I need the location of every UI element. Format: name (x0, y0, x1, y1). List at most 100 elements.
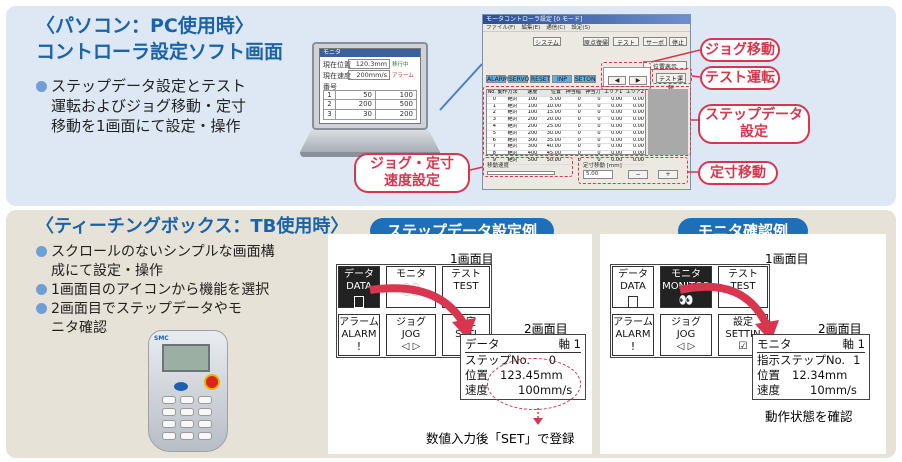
grid-cell[interactable]: 3 (492, 117, 496, 123)
grid-cell[interactable]: 100 (527, 103, 538, 109)
grid-cell[interactable]: 0.00 (632, 151, 644, 157)
tb-emergency-stop-icon[interactable] (204, 374, 220, 390)
grid-cell[interactable]: 0.00 (632, 96, 644, 102)
grid-cell[interactable]: 0.00 (611, 144, 623, 150)
grid-cell[interactable]: 9 (492, 157, 496, 163)
tb-key[interactable] (162, 420, 176, 428)
grid-cell[interactable]: 300 (527, 137, 538, 143)
grid-cell[interactable]: 0 (597, 110, 601, 116)
grid-cell[interactable]: 0 (577, 144, 581, 150)
grid-cell[interactable]: 6 (492, 137, 496, 143)
grid-cell[interactable]: 0 (492, 96, 496, 102)
grid-cell[interactable]: 0 (577, 157, 581, 163)
grid-cell[interactable]: 0 (577, 137, 581, 143)
grid-cell[interactable]: 0 (597, 144, 601, 150)
grid-cell[interactable]: 200 (527, 123, 538, 129)
jog-speed-slider[interactable] (487, 171, 555, 175)
grid-cell[interactable]: 300 (527, 144, 538, 150)
grid-cell[interactable]: 4 (492, 123, 496, 129)
grid-cell[interactable]: 絶対 (507, 137, 518, 143)
grid-cell[interactable]: 0.00 (611, 137, 623, 143)
grid-cell[interactable]: 0 (597, 103, 601, 109)
grid-cell[interactable]: 20.00 (546, 117, 562, 123)
jog-left-button[interactable]: ◀ (608, 76, 626, 85)
grid-cell[interactable]: 40.00 (546, 144, 562, 150)
jog-right-button[interactable]: ▶ (629, 76, 647, 85)
tb-key[interactable] (180, 432, 194, 440)
grid-cell[interactable]: 0 (597, 157, 601, 163)
grid-cell[interactable]: 絶対 (507, 117, 518, 123)
test-run-button[interactable]: テスト運転 (656, 73, 686, 92)
grid-cell[interactable]: 0.00 (632, 103, 644, 109)
grid-cell[interactable]: 0.00 (632, 110, 644, 116)
grid-cell[interactable]: 0 (597, 137, 601, 143)
tb-key[interactable] (198, 420, 212, 428)
grid-cell[interactable]: 100 (527, 110, 538, 116)
grid-cell[interactable]: 0.00 (632, 123, 644, 129)
grid-cell[interactable]: 8 (492, 151, 496, 157)
grid-cell[interactable]: 絶対 (507, 130, 518, 136)
grid-cell[interactable]: 0.00 (632, 130, 644, 136)
grid-cell[interactable]: 0 (597, 130, 601, 136)
tb-key[interactable] (162, 432, 176, 440)
tb-key[interactable] (198, 432, 212, 440)
grid-cell[interactable]: 0.00 (611, 96, 623, 102)
grid-cell[interactable]: 500 (527, 157, 538, 163)
grid-cell[interactable]: 2 (492, 110, 496, 116)
grid-cell[interactable]: 200 (527, 130, 538, 136)
grid-cell[interactable]: 0 (577, 96, 581, 102)
grid-cell[interactable]: 0.00 (611, 117, 623, 123)
grid-cell[interactable]: 7 (492, 144, 496, 150)
grid-cell[interactable]: 5 (492, 130, 496, 136)
fixed-move-minus-button[interactable]: − (628, 170, 648, 179)
menu-settings[interactable]: 設定(S) (571, 25, 591, 31)
grid-cell[interactable]: 25.00 (546, 123, 562, 129)
grid-cell[interactable]: 35.00 (546, 137, 562, 143)
tb-key[interactable] (162, 408, 176, 416)
test-button[interactable]: テスト (613, 37, 639, 47)
grid-cell[interactable]: 0.00 (632, 157, 644, 163)
grid-cell[interactable]: 400 (527, 151, 538, 157)
grid-cell[interactable]: 1 (492, 103, 496, 109)
tb-key[interactable] (180, 420, 194, 428)
grid-cell[interactable]: 0.00 (632, 137, 644, 143)
grid-cell[interactable]: 15.00 (546, 110, 562, 116)
menu-comm[interactable]: 通信(C) (546, 25, 566, 31)
grid-cell[interactable]: 5.00 (549, 96, 562, 102)
tb-key[interactable] (180, 396, 194, 404)
grid-cell[interactable]: 0 (577, 151, 581, 157)
grid-cell[interactable]: 0 (597, 123, 601, 129)
grid-cell[interactable]: 10.00 (546, 103, 562, 109)
homing-button[interactable]: 原点復帰 (583, 37, 609, 47)
grid-cell[interactable]: 0.00 (632, 144, 644, 150)
grid-cell[interactable]: 0.00 (611, 110, 623, 116)
grid-cell[interactable]: 絶対 (507, 151, 518, 157)
grid-cell[interactable]: 0 (577, 110, 581, 116)
menu-edit[interactable]: 編集(E) (521, 25, 541, 31)
grid-cell[interactable]: 0.00 (611, 103, 623, 109)
grid-cell[interactable]: 絶対 (507, 96, 518, 102)
grid-cell[interactable]: 0 (597, 117, 601, 123)
grid-cell[interactable]: 0.00 (611, 123, 623, 129)
grid-cell[interactable]: 100 (527, 96, 538, 102)
fixed-move-plus-button[interactable]: + (658, 170, 678, 179)
grid-cell[interactable]: 0 (577, 130, 581, 136)
grid-cell[interactable]: 0 (597, 151, 601, 157)
tb-key[interactable] (180, 408, 194, 416)
servo-button[interactable]: サーボ (643, 37, 667, 47)
grid-cell[interactable]: 50.00 (546, 157, 562, 163)
tb-key[interactable] (198, 408, 212, 416)
grid-cell[interactable]: 30.00 (546, 130, 562, 136)
grid-cell[interactable]: 0.00 (611, 151, 623, 157)
grid-cell[interactable]: 絶対 (507, 110, 518, 116)
system-button[interactable]: システム (533, 37, 561, 47)
grid-cell[interactable]: 0.00 (632, 117, 644, 123)
tb-set-button[interactable] (174, 382, 188, 391)
tb-key[interactable] (162, 396, 176, 404)
